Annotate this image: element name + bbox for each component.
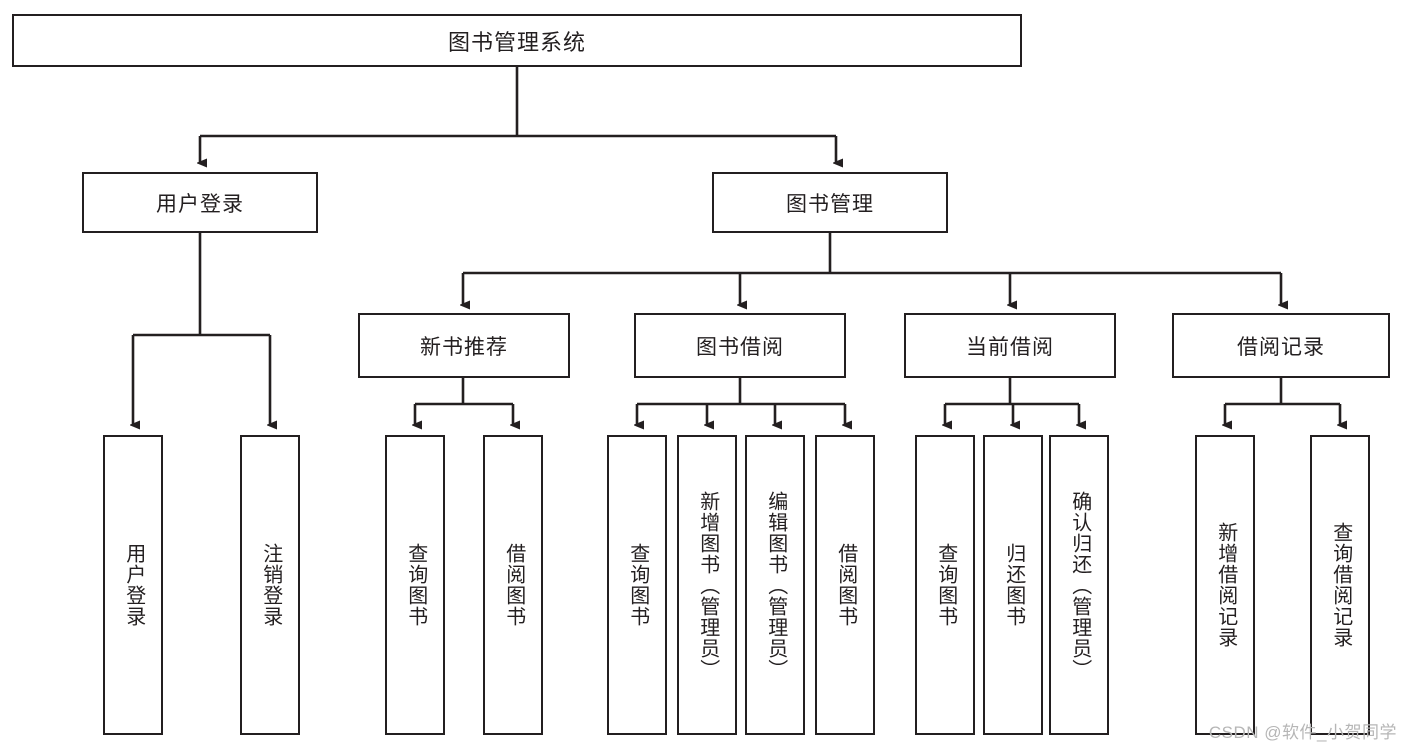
leaf-user-login-signin[interactable]: 用户登录 (103, 435, 163, 735)
node-user-login[interactable]: 用户登录 (82, 172, 318, 233)
leaf-book-borrow-add[interactable]: 新增图书（管理员） (677, 435, 737, 735)
leaf-borrow-record-add[interactable]: 新增借阅记录 (1195, 435, 1255, 735)
leaf-user-login-signout[interactable]: 注销登录 (240, 435, 300, 735)
leaf-new-book-query[interactable]: 查询图书 (385, 435, 445, 735)
leaf-borrow-record-query[interactable]: 查询借阅记录 (1310, 435, 1370, 735)
leaf-current-borrow-query[interactable]: 查询图书 (915, 435, 975, 735)
leaf-new-book-borrow[interactable]: 借阅图书 (483, 435, 543, 735)
leaf-current-borrow-confirm-return[interactable]: 确认归还（管理员） (1049, 435, 1109, 735)
node-book-borrow[interactable]: 图书借阅 (634, 313, 846, 378)
leaf-current-borrow-return[interactable]: 归还图书 (983, 435, 1043, 735)
node-borrow-record[interactable]: 借阅记录 (1172, 313, 1390, 378)
node-root[interactable]: 图书管理系统 (12, 14, 1022, 67)
csdn-watermark: CSDN @软件_小贺同学 (1208, 723, 1397, 742)
node-new-book-recommend[interactable]: 新书推荐 (358, 313, 570, 378)
node-current-borrow[interactable]: 当前借阅 (904, 313, 1116, 378)
leaf-book-borrow-edit[interactable]: 编辑图书（管理员） (745, 435, 805, 735)
leaf-book-borrow-lend[interactable]: 借阅图书 (815, 435, 875, 735)
node-book-management[interactable]: 图书管理 (712, 172, 948, 233)
leaf-book-borrow-query[interactable]: 查询图书 (607, 435, 667, 735)
